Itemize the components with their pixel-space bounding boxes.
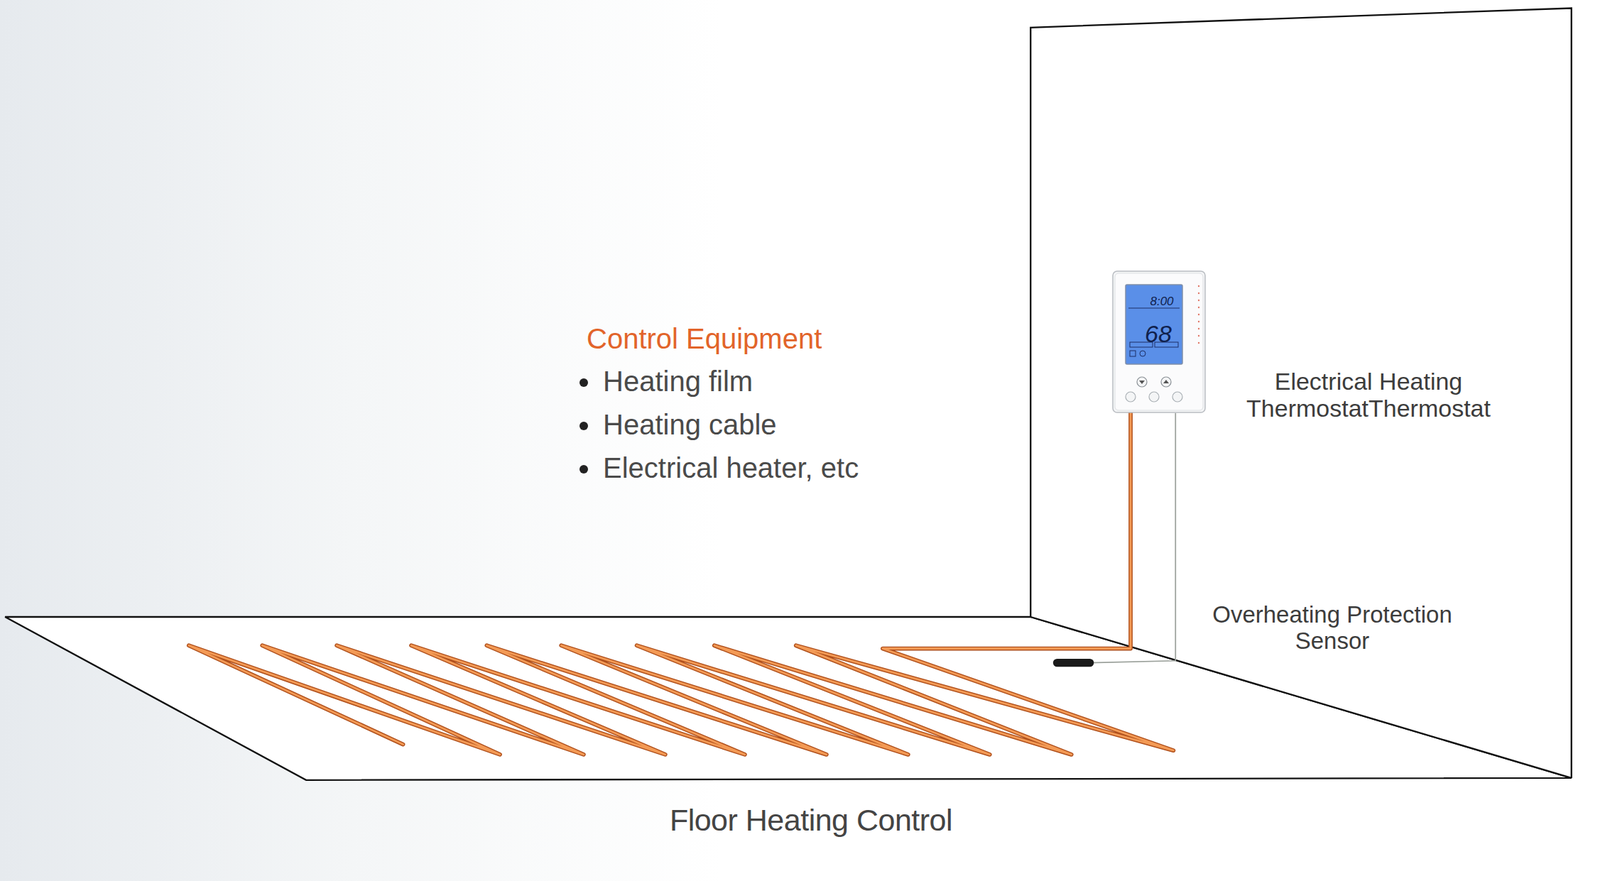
wall [1030,7,1572,778]
list-item: Heating cable [602,409,973,442]
clock-readout: 8:00 [1126,295,1198,308]
list-item: Heating film [602,365,973,398]
overheating-sensor [1053,659,1094,667]
sensor-label: Overheating Protection Sensor [1190,602,1475,655]
temperature-readout: 68 [1126,321,1191,346]
diagram-caption: Floor Heating Control [597,803,1025,838]
thermostat-device: 8:00 68 [1112,270,1206,414]
device-label: Electrical Heating ThermostatThermostat [1219,367,1518,422]
heating-cable [188,413,1174,755]
heating-cable-outline [188,413,1174,755]
list-item: Electrical heater, etc [602,452,973,485]
bullet-dot [579,421,589,431]
bullet-dot [579,378,589,388]
sensor-wire [1090,413,1177,664]
section-heading: Control Equipment [586,323,956,356]
wall-outline [1030,7,1572,778]
bullet-dot [579,465,589,474]
